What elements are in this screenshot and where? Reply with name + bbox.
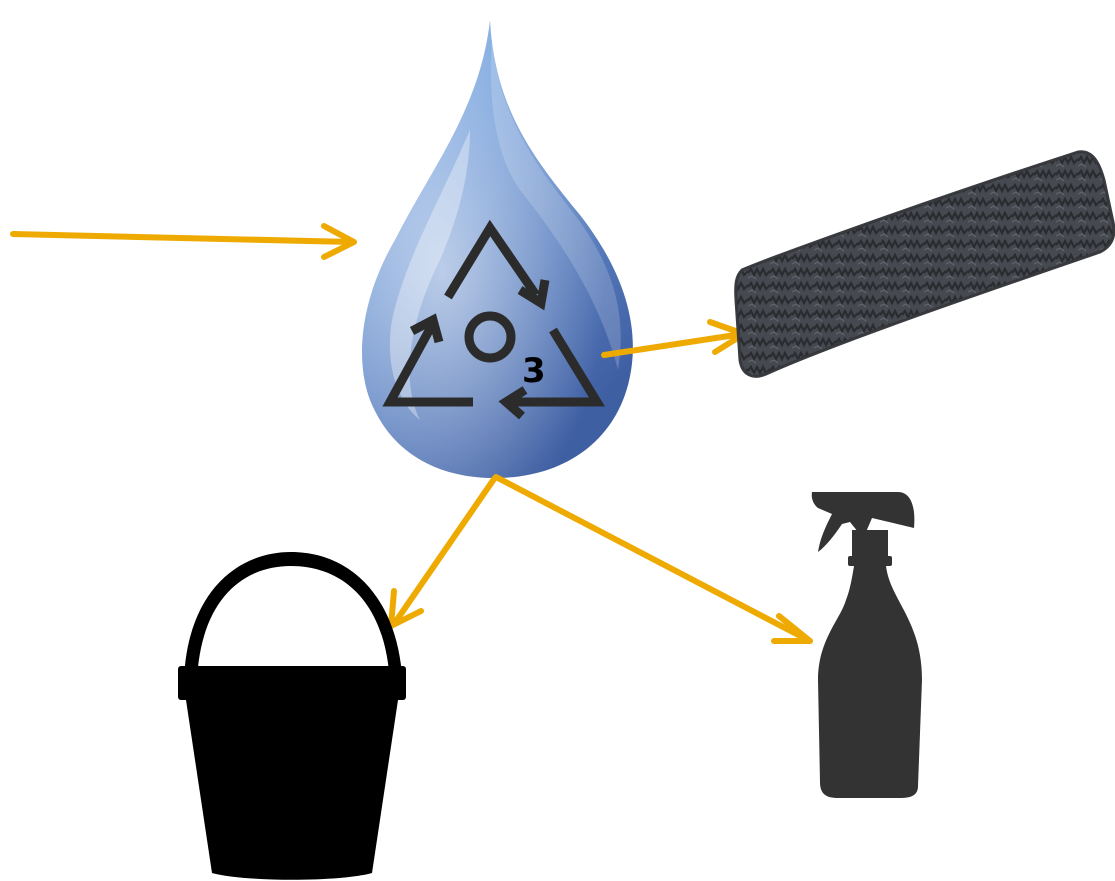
ozone-subscript: 3 [522,351,546,391]
water-drop-icon [362,20,633,478]
spray-bottle-icon [812,492,922,798]
arrow-to-spray-bottle [496,477,810,641]
bucket-icon [178,552,406,880]
mop-pad-icon [736,152,1114,377]
arrow-to-bucket [391,479,494,626]
incoming-arrow [13,226,354,257]
